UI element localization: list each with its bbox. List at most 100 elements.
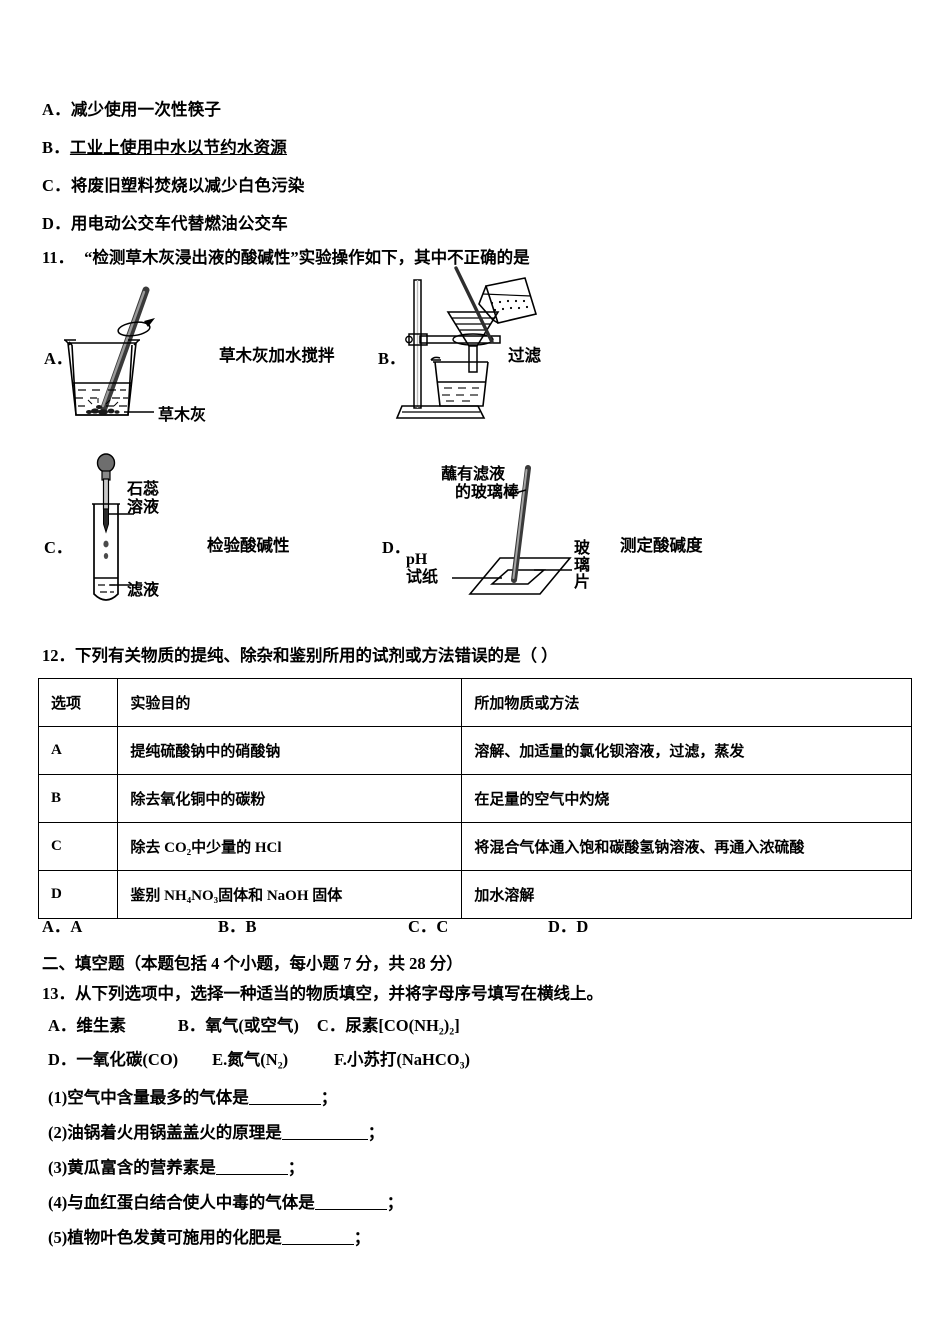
q10-option-b: B．工业上使用中水以节约水资源 [42, 134, 287, 158]
q13-blank-5-tail: ； [353, 1228, 371, 1247]
q11-choice-d-caption: 测定酸碱度 [620, 536, 703, 555]
q13-blank-4-num: (4) [48, 1193, 68, 1212]
q13-blank-3-field[interactable] [215, 1174, 288, 1175]
table-cell-option: A [37, 726, 119, 775]
table-cell-method: 加水溶解 [461, 870, 912, 919]
q10-option-b-text: 工业上使用中水以节约水资源 [69, 138, 288, 157]
figure-ph-test [448, 462, 618, 607]
section2-heading: 二、填空题（本题包括 4 个小题，每小题 7 分，共 28 分） [42, 954, 463, 973]
q12-answer-a: A．A [42, 917, 83, 936]
q12-answer-b: B．B [218, 917, 257, 936]
q13-choices-row1: A．维生素 B．氧气(或空气) C．尿素[CO(NH₂)₂] [48, 1012, 460, 1036]
q13-blank-2: (2)油锅着火用锅盖盖火的原理是 ； [48, 1119, 384, 1143]
figure-d-label-rod: 蘸有滤液 的玻璃棒 [441, 466, 519, 503]
comparison-table: 选项 实验目的 所加物质或方法 A 提纯硫酸钠中的硝酸钠 溶解、加适量的氯化钡溶… [37, 678, 912, 919]
q12-answer-d: D．D [548, 917, 589, 936]
figure-d-label-ph-line1: pH [406, 551, 428, 568]
q13-blank-2-num: (2) [48, 1123, 68, 1142]
ash-sediment [86, 405, 120, 415]
figure-filtration [395, 266, 545, 424]
q13-blank-3: (3)黄瓜富含的营养素是 ； [48, 1154, 304, 1178]
table-cell-method: 溶解、加适量的氯化钡溶液，过滤，蒸发 [461, 726, 912, 775]
glass-rod-icon [511, 465, 531, 583]
figure-c-label-top-line1: 石蕊 [127, 481, 160, 498]
table-cell-purpose: 除去 CO₂中少量的 HCl [117, 822, 463, 871]
table-row: B 除去氧化铜中的碳粉 在足量的空气中灼烧 [37, 774, 912, 823]
q10-option-d-letter: D． [42, 214, 71, 233]
q13-blank-5-num: (5) [48, 1228, 68, 1247]
table-header-method: 所加物质或方法 [461, 678, 912, 727]
q13-blank-3-num: (3) [48, 1158, 68, 1177]
figure-d-label-rod-line2: 的玻璃棒 [455, 484, 520, 502]
test-tube-icon [92, 503, 120, 601]
q13-blank-4-field[interactable] [314, 1209, 387, 1210]
q10-option-b-letter: B． [42, 138, 70, 157]
figure-d-label-plate-ch3: 片 [574, 573, 591, 591]
table-cell-method: 将混合气体通入饱和碳酸氢钠溶液、再通入浓硫酸 [461, 822, 912, 871]
beaker-icon [64, 339, 140, 416]
table-cell-option: D [37, 870, 119, 919]
dropper-icon [96, 453, 116, 534]
glass-plate-icon [468, 557, 572, 595]
guiding-rod-icon [454, 266, 494, 344]
q13-choice-e: E.氮气(N₂) [212, 1050, 289, 1069]
glass-rod-icon [100, 286, 150, 412]
q11-choice-c-caption: 检验酸碱性 [207, 536, 290, 555]
figure-d-label-plate-ch2: 璃 [574, 556, 591, 574]
q13-blank-5-field[interactable] [281, 1244, 354, 1245]
q10-option-d-text: 用电动公交车代替燃油公交车 [70, 214, 288, 233]
q11-stem-text: “检测草木灰浸出液的酸碱性”实验操作如下，其中不正确的是 [84, 248, 530, 267]
table-cell-purpose: 提纯硫酸钠中的硝酸钠 [117, 726, 463, 775]
q11-choice-c-label: C． [44, 538, 73, 557]
q13-blank-5: (5)植物叶色发黄可施用的化肥是 ； [48, 1224, 370, 1248]
q13-blank-1-field[interactable] [248, 1104, 321, 1105]
q13-blank-1: (1)空气中含量最多的气体是； [48, 1084, 337, 1108]
q13-blank-1-num: (1) [48, 1088, 68, 1107]
q11-number: 11． [42, 248, 75, 267]
q11-choice-d-label: D． [382, 538, 411, 557]
q13-blank-3-tail: ； [287, 1158, 305, 1177]
q11-choice-b-label: B． [378, 349, 406, 368]
q10-option-c-text: 将废旧塑料焚烧以减少白色污染 [70, 176, 305, 195]
figure-d-label-ph-line2: 试纸 [406, 569, 439, 587]
figure-c-label-top: 石蕊 溶液 [127, 481, 159, 517]
figure-d-label-plate-ch1: 玻 [574, 540, 591, 557]
q13-stem: 13．从下列选项中，选择一种适当的物质填空，并将字母序号填写在横线上。 [42, 984, 603, 1003]
table-row: C 除去 CO₂中少量的 HCl 将混合气体通入饱和碳酸氢钠溶液、再通入浓硫酸 [37, 822, 912, 871]
figure-c-label-bottom: 滤液 [127, 582, 160, 599]
q13-blank-4-tail: ； [386, 1193, 404, 1212]
q11-choice-b-caption: 过滤 [508, 346, 541, 365]
rotation-arrow-icon [117, 318, 155, 337]
figure-test-tube [86, 452, 206, 612]
q13-blank-2-tail: ； [367, 1123, 385, 1142]
table-row: D 鉴别 NH₄NO₃固体和 NaOH 固体 加水溶解 [37, 870, 912, 919]
table-cell-option: C [37, 822, 119, 871]
q13-choice-c: C．尿素[CO(NH₂)₂] [316, 1016, 460, 1035]
table-header-option: 选项 [37, 678, 119, 727]
q13-blank-5-text: 植物叶色发黄可施用的化肥是 [67, 1228, 282, 1247]
table-row: A 提纯硫酸钠中的硝酸钠 溶解、加适量的氯化钡溶液，过滤，蒸发 [37, 726, 912, 775]
q13-blank-2-field[interactable] [281, 1139, 368, 1140]
q13-blank-1-text: 空气中含量最多的气体是 [67, 1088, 249, 1107]
leader-line-rod [507, 489, 527, 496]
q10-option-c: C．将废旧塑料焚烧以减少白色污染 [42, 172, 305, 196]
q13-choice-a: A．维生素 [48, 1016, 126, 1035]
q11-choice-a-caption: 草木灰加水搅拌 [219, 346, 335, 365]
q13-choices-row2: D．一氧化碳(CO) E.氮气(N₂) F.小苏打(NaHCO₃) [48, 1046, 470, 1070]
droplets [103, 540, 109, 559]
table-cell-purpose: 除去氧化铜中的碳粉 [117, 774, 463, 823]
q13-blank-2-text: 油锅着火用锅盖盖火的原理是 [67, 1123, 282, 1142]
q10-option-a-letter: A． [42, 100, 71, 119]
figure-d-label-rod-line1: 蘸有滤液 [441, 466, 506, 483]
table-cell-purpose: 鉴别 NH₄NO₃固体和 NaOH 固体 [117, 870, 463, 919]
q10-option-d: D．用电动公交车代替燃油公交车 [42, 210, 288, 234]
q13-choice-b: B．氧气(或空气) [177, 1016, 299, 1035]
q13-choice-f: F.小苏打(NaHCO₃) [334, 1050, 471, 1069]
q13-choice-d: D．一氧化碳(CO) [48, 1050, 179, 1069]
q13-blank-3-text: 黄瓜富含的营养素是 [67, 1158, 216, 1177]
q11-stem: 11． “检测草木灰浸出液的酸碱性”实验操作如下，其中不正确的是 [42, 244, 530, 268]
table-cell-method: 在足量的空气中灼烧 [461, 774, 912, 823]
q10-option-c-letter: C． [42, 176, 71, 195]
table-header-row: 选项 实验目的 所加物质或方法 [37, 678, 912, 727]
